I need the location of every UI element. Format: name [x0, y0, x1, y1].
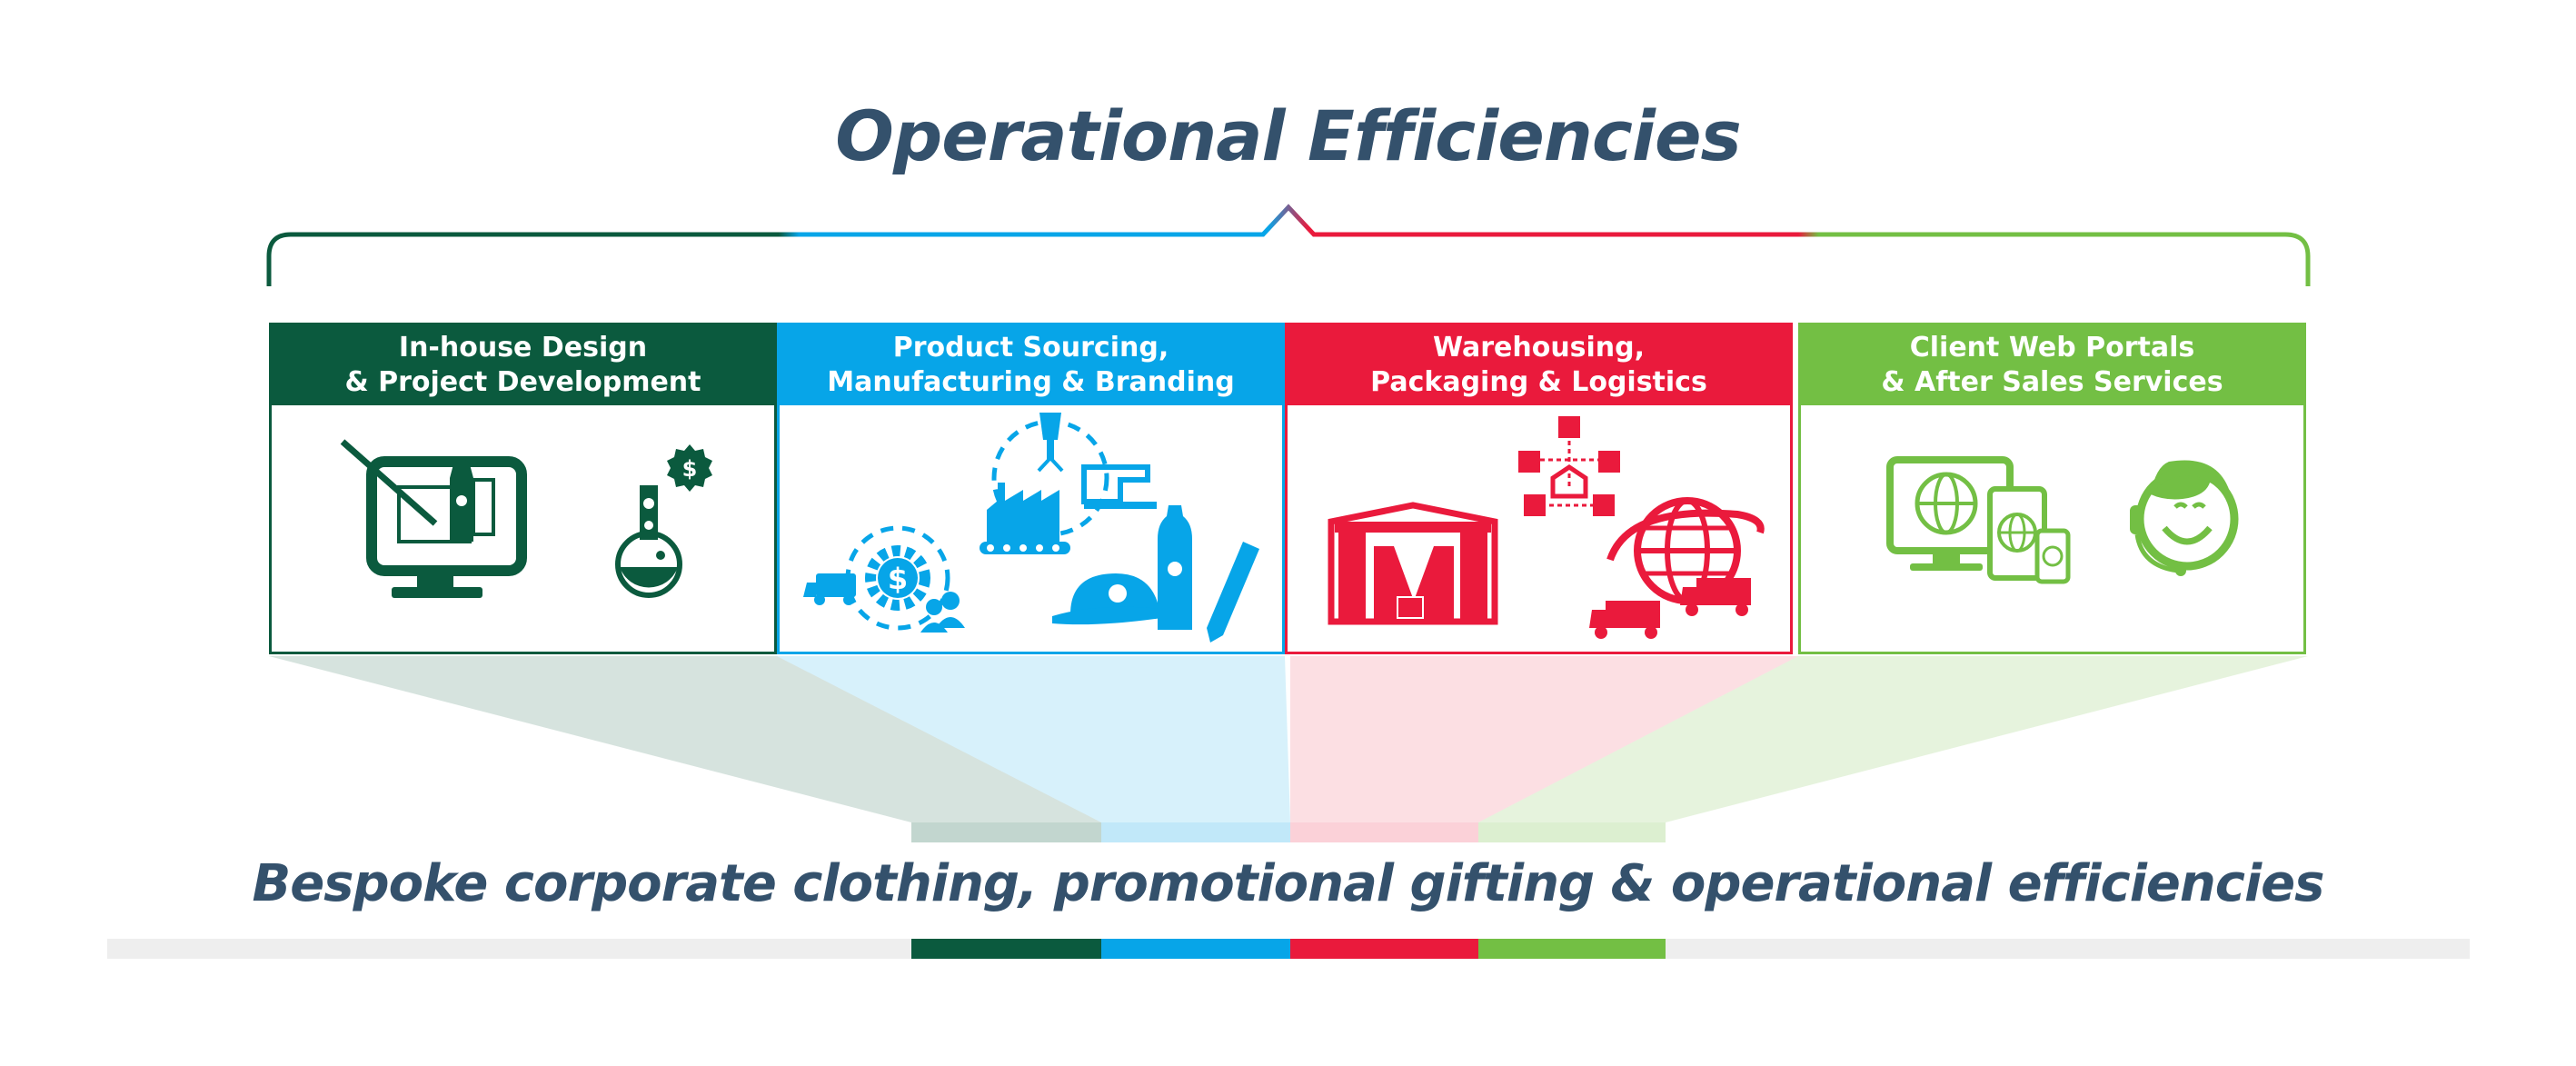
devices-globe-icon — [1886, 456, 2071, 584]
pillar-title-line1: Client Web Portals — [1909, 332, 2195, 364]
page-subtitle: Bespoke corporate clothing, promotional … — [252, 854, 2325, 913]
svg-text:$: $ — [888, 562, 908, 596]
page-title: Operational Efficiencies — [835, 95, 1742, 176]
bottle-icon — [1158, 505, 1192, 630]
funnel-green — [1478, 656, 2308, 822]
pillar-title-line2: Packaging & Logistics — [1370, 366, 1707, 398]
cap-icon — [1052, 573, 1161, 625]
monitor-design-icon — [340, 439, 527, 598]
pillar-header: In-house Design & Project Development — [272, 325, 774, 405]
pillar-title-line1: In-house Design — [398, 332, 648, 364]
funnel-red — [1290, 656, 1798, 822]
gear-dollar-icon: $ — [865, 545, 930, 611]
pillar-card-design: In-house Design & Project Development — [269, 323, 777, 654]
factory-icon — [980, 483, 1070, 554]
pillar-title-line2: & Project Development — [344, 366, 701, 398]
pillar-title-line1: Warehousing, — [1432, 332, 1646, 364]
pillar-card-portals: Client Web Portals & After Sales Service… — [1798, 323, 2306, 654]
sewing-machine-icon — [1081, 464, 1157, 509]
people-icon — [920, 592, 965, 633]
pillar-title-line2: & After Sales Services — [1881, 366, 2223, 398]
pillar-card-warehousing: Warehousing, Packaging & Logistics — [1285, 323, 1793, 654]
mannequin-icon — [1037, 413, 1064, 473]
pillar-title-line2: Manufacturing & Branding — [827, 366, 1235, 398]
pillar-header: Warehousing, Packaging & Logistics — [1288, 325, 1790, 405]
funnel-dark-green — [269, 656, 1101, 822]
pillar-header: Product Sourcing, Manufacturing & Brandi… — [780, 325, 1282, 405]
headset-agent-icon — [2130, 460, 2239, 576]
boxes-network-icon — [1518, 416, 1620, 516]
pillar-card-sourcing: Product Sourcing, Manufacturing & Brandi… — [777, 323, 1285, 654]
warehouse-icon — [1328, 502, 1498, 625]
dollar-badge-icon: $ — [667, 444, 712, 492]
delivery-trucks-icon — [1589, 578, 1751, 639]
flask-icon — [615, 485, 682, 598]
pen-icon — [1207, 542, 1259, 643]
pillar-title-line1: Product Sourcing, — [892, 332, 1169, 364]
bracket-line — [266, 204, 2311, 286]
pillar-header: Client Web Portals & After Sales Service… — [1801, 325, 2303, 405]
svg-text:$: $ — [682, 456, 698, 482]
funnel-blue — [777, 656, 1290, 822]
truck-icon — [803, 573, 856, 605]
